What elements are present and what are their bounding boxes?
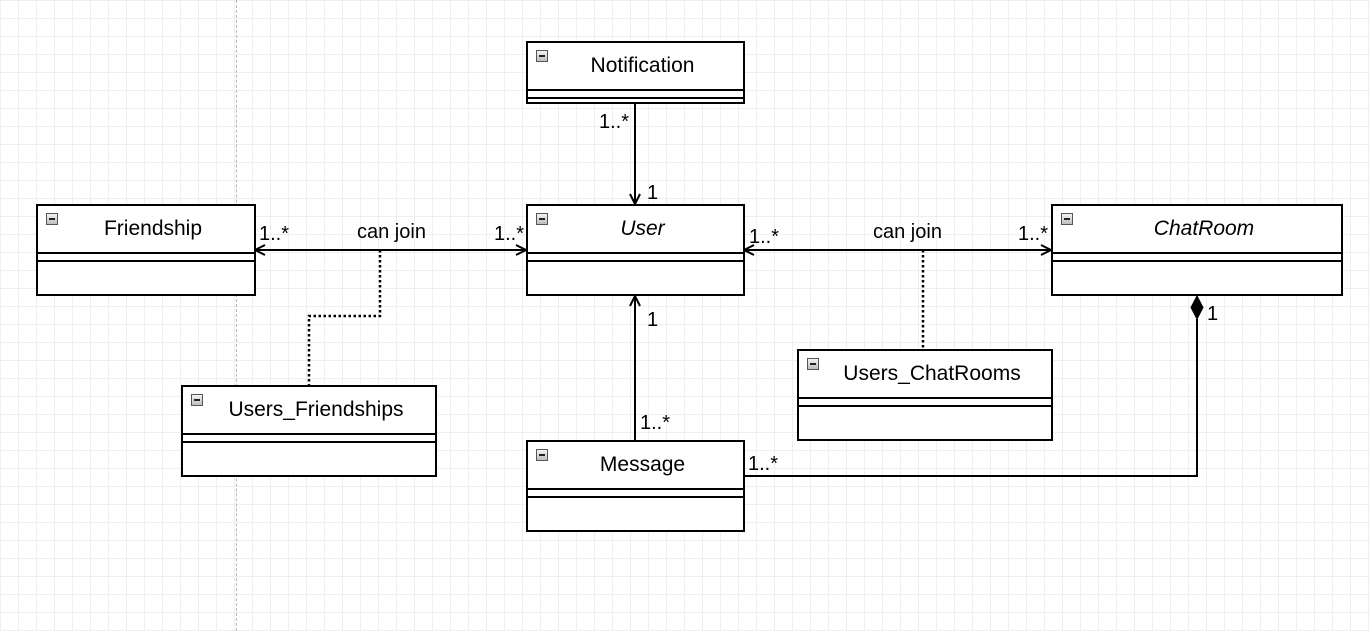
class-header: ChatRoom (1053, 206, 1341, 254)
class-name: Notification (590, 54, 695, 77)
mult-notification-side: 1..* (599, 111, 629, 133)
collapse-icon[interactable] (191, 394, 203, 406)
class-name: Friendship (103, 217, 203, 240)
mult-user-right: 1..* (749, 226, 779, 248)
class-message[interactable]: Message (526, 440, 745, 532)
class-friendship[interactable]: Friendship (36, 204, 256, 296)
class-user[interactable]: User (526, 204, 745, 296)
class-header: Users_ChatRooms (799, 351, 1051, 399)
attributes-section (38, 254, 254, 262)
class-header: Notification (528, 43, 743, 91)
class-name: User (620, 217, 665, 240)
attributes-section (1053, 254, 1341, 262)
collapse-icon[interactable] (46, 213, 58, 225)
mult-chatroom-bottom: 1 (1207, 303, 1218, 325)
class-notification[interactable]: Notification (526, 41, 745, 104)
collapse-icon[interactable] (536, 50, 548, 62)
class-users-friendships[interactable]: Users_Friendships (181, 385, 437, 477)
attributes-section (528, 254, 743, 262)
association-label-user-chatroom: can join (873, 221, 942, 243)
mult-user-left: 1..* (494, 223, 524, 245)
mult-chatroom-left: 1..* (1018, 223, 1048, 245)
collapse-icon[interactable] (536, 449, 548, 461)
attributes-section (528, 490, 743, 498)
attributes-section (183, 435, 435, 443)
mult-friendship-side: 1..* (259, 223, 289, 245)
class-name: Users_ChatRooms (843, 362, 1021, 385)
class-header: Message (528, 442, 743, 490)
class-header: User (528, 206, 743, 254)
collapse-icon[interactable] (536, 213, 548, 225)
class-name: Message (599, 453, 686, 476)
class-header: Friendship (38, 206, 254, 254)
association-label-friendship-user: can join (357, 221, 426, 243)
association-class-link-friendships[interactable] (307, 250, 382, 386)
collapse-icon[interactable] (807, 358, 819, 370)
collapse-icon[interactable] (1061, 213, 1073, 225)
attributes-section (799, 399, 1051, 407)
mult-message-top: 1..* (640, 412, 670, 434)
composition-diamond (1190, 294, 1204, 321)
page-break-guide (236, 0, 237, 631)
mult-message-right: 1..* (748, 453, 778, 475)
composition-message-chatroom[interactable] (744, 319, 1198, 477)
mult-user-top: 1 (647, 182, 658, 204)
attributes-section (528, 91, 743, 99)
mult-user-bottom: 1 (647, 309, 658, 331)
class-header: Users_Friendships (183, 387, 435, 435)
class-name: Users_Friendships (228, 398, 404, 421)
class-name: ChatRoom (1153, 217, 1255, 240)
class-chatroom[interactable]: ChatRoom (1051, 204, 1343, 296)
class-users-chatrooms[interactable]: Users_ChatRooms (797, 349, 1053, 441)
